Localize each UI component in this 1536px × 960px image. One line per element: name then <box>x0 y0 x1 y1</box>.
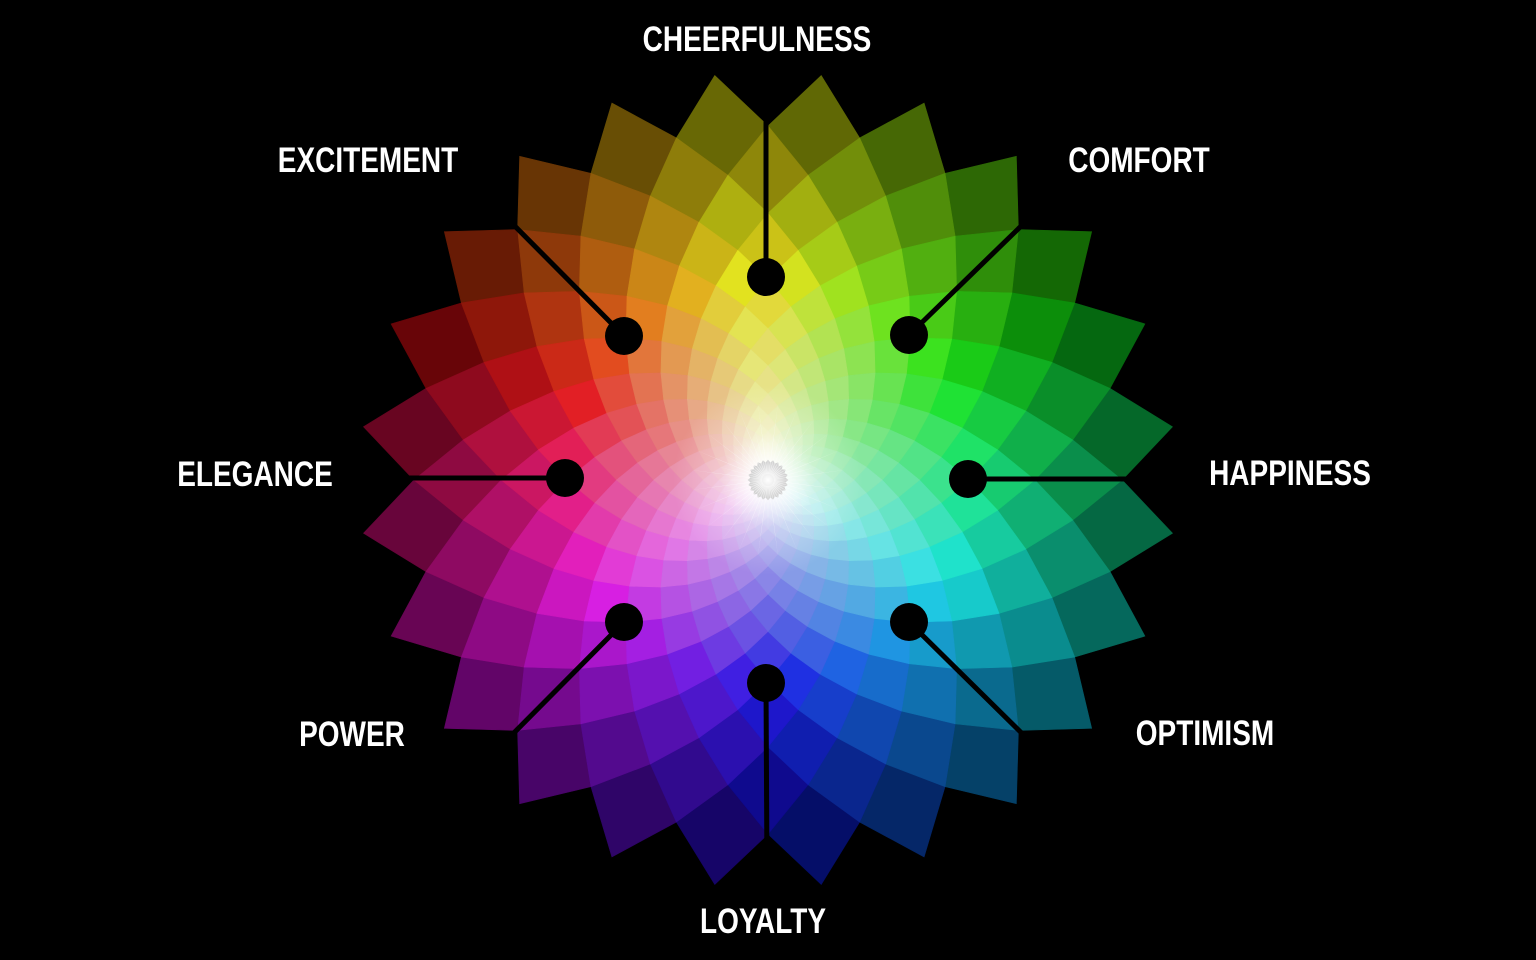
marker-dot-comfort <box>890 316 928 354</box>
center-glow <box>673 385 863 575</box>
marker-dot-happiness <box>949 460 987 498</box>
label-power: POWER <box>299 715 405 754</box>
marker-dot-loyalty <box>747 664 785 702</box>
marker-line-loyalty <box>763 682 770 879</box>
marker-cheerfulness <box>747 75 785 296</box>
label-optimism: OPTIMISM <box>1135 714 1275 753</box>
marker-dot-cheerfulness <box>747 258 785 296</box>
marker-elegance <box>365 459 584 497</box>
marker-line-power <box>483 620 626 764</box>
label-elegance: ELEGANCE <box>177 455 333 494</box>
label-happiness: HAPPINESS <box>1209 454 1371 493</box>
label-comfort: COMFORT <box>1068 141 1210 180</box>
marker-line-comfort <box>907 196 1052 337</box>
label-excitement: EXCITEMENT <box>277 141 459 180</box>
marker-excitement <box>483 194 643 355</box>
marker-dot-power <box>605 603 643 641</box>
label-loyalty: LOYALTY <box>699 902 827 941</box>
marker-optimism <box>890 603 1053 764</box>
marker-dot-optimism <box>890 603 928 641</box>
marker-line-optimism <box>907 620 1053 764</box>
marker-happiness <box>949 460 1176 498</box>
marker-dot-elegance <box>546 459 584 497</box>
marker-line-excitement <box>483 194 626 338</box>
label-cheerfulness: CHEERFULNESS <box>642 20 872 59</box>
marker-dot-excitement <box>605 317 643 355</box>
marker-comfort <box>890 196 1052 354</box>
marker-power <box>483 603 643 764</box>
marker-loyalty <box>747 664 785 879</box>
